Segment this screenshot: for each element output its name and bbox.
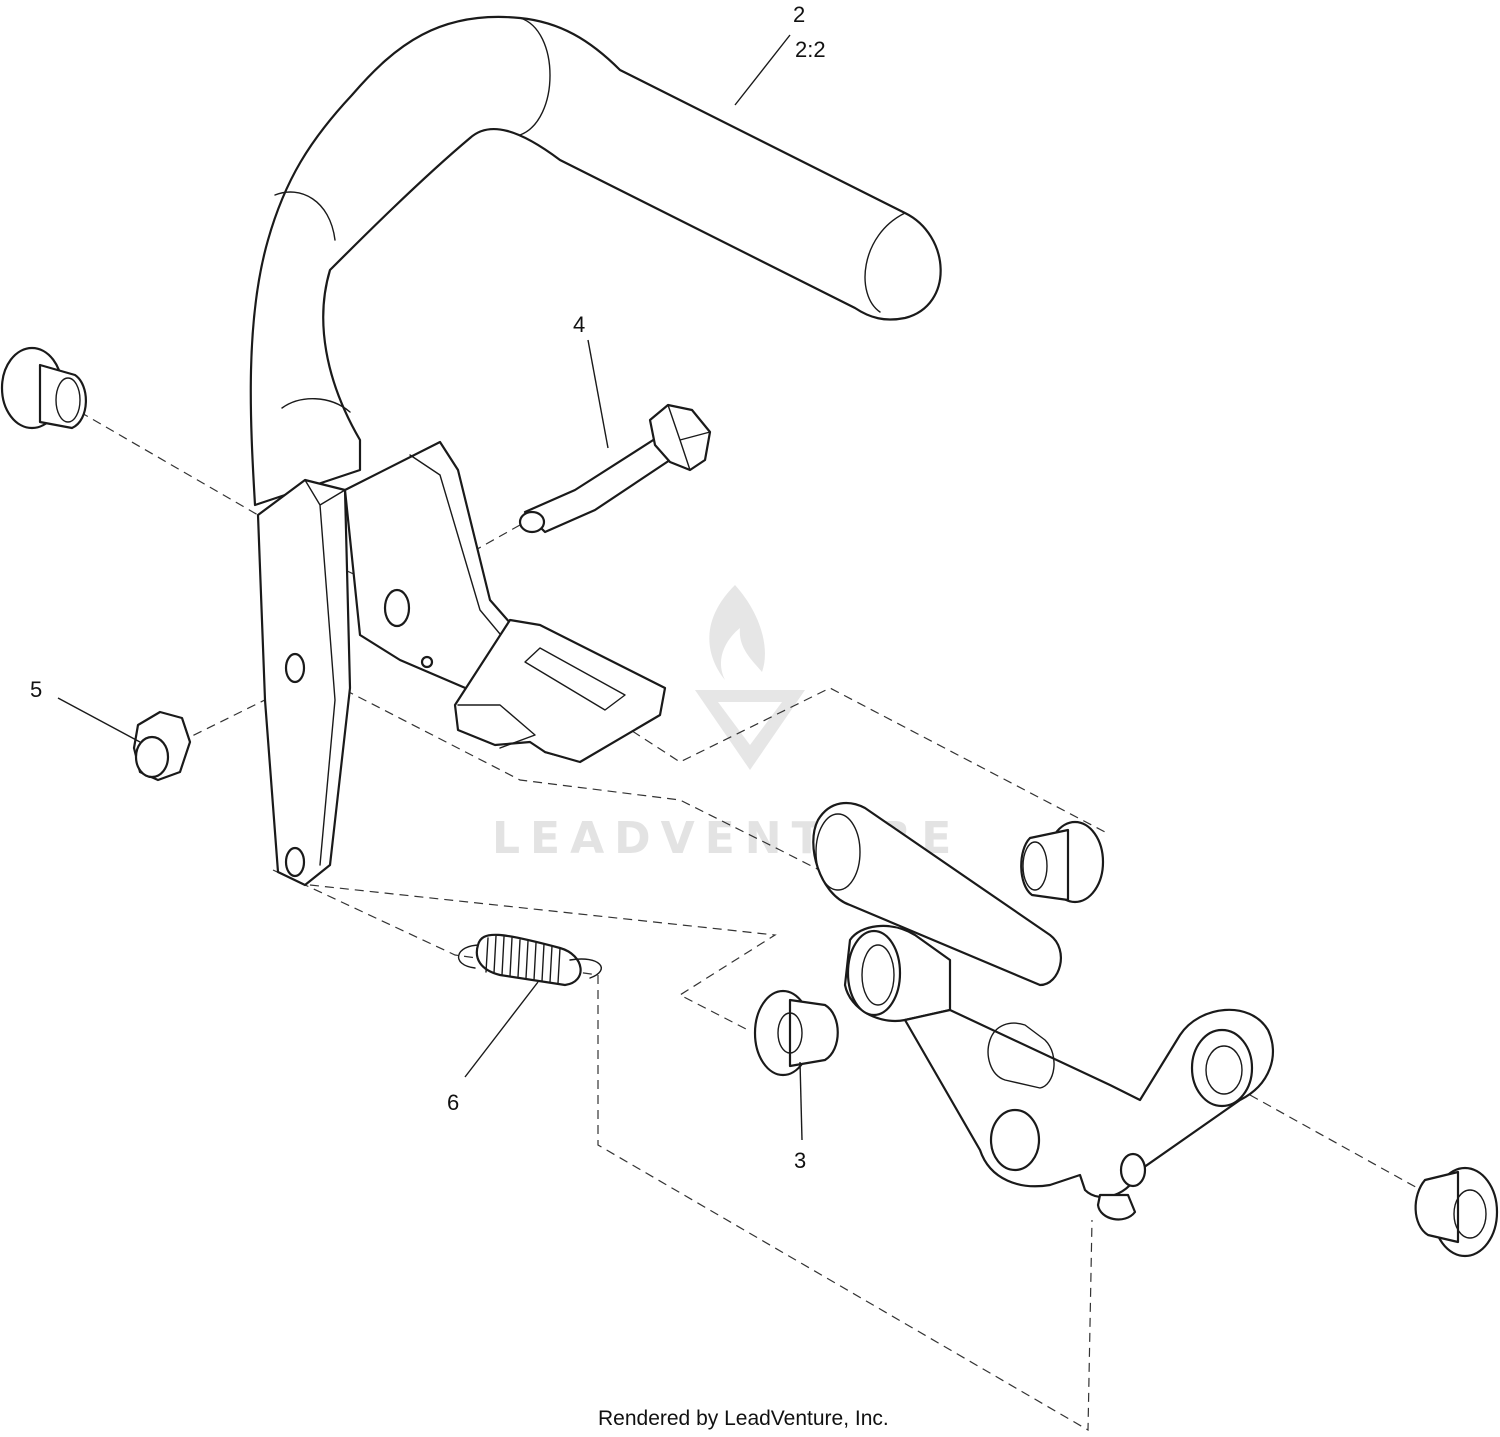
- axis-bushing-right: [1249, 1094, 1431, 1196]
- foot-pedal-plate: [453, 618, 667, 764]
- bushing-lr-sleeve: [1414, 1170, 1460, 1244]
- bushing-center-bore: [777, 1012, 803, 1054]
- spring-coil-lines: [485, 935, 561, 984]
- foot-pedal-tab: [457, 704, 536, 749]
- shoulder-bolt: [518, 403, 712, 534]
- pivot-arm-lower-hole: [1119, 1152, 1147, 1188]
- arm-hole-lower: [284, 846, 306, 878]
- pedal-arm-bevel: [304, 479, 346, 866]
- bushing-center-sleeve: [788, 998, 839, 1068]
- leader-spring: [464, 981, 539, 1078]
- bushing-ur-sleeve: [1020, 828, 1070, 902]
- axis-spring-anchor: [597, 975, 1093, 1432]
- pivot-arm-eye: [1190, 1028, 1254, 1108]
- footer-credit: Rendered by LeadVenture, Inc.: [598, 1407, 889, 1430]
- bushing-lower-right: [1414, 1166, 1499, 1258]
- callouts: 2 2:2 4 5 3 6: [30, 2, 826, 1173]
- watermark-flame-icon: [709, 585, 765, 680]
- pivot-arm-stud: [1096, 1193, 1137, 1221]
- spring-hook-right: [569, 958, 602, 979]
- leader-nut: [57, 697, 141, 743]
- pivot-arm-slot: [987, 1022, 1055, 1089]
- callout-5: 5: [30, 677, 42, 702]
- bushing-ur-bore: [1022, 841, 1048, 891]
- pivot-arm-boss: [989, 1108, 1041, 1172]
- leader-bushing: [799, 1061, 803, 1141]
- bushing-upper-right: [1020, 820, 1105, 904]
- callout-4: 4: [573, 312, 585, 337]
- bushing-sleeve: [38, 363, 87, 430]
- bracket-pin: [420, 655, 434, 669]
- handle-grip-end: [864, 212, 906, 313]
- spring-coil-body: [475, 933, 582, 987]
- pivot-hub-bore: [846, 929, 902, 1017]
- handle-grip-edge: [519, 17, 551, 136]
- axis-mid-bushing: [309, 884, 777, 1031]
- callout-2-sub: 2:2: [795, 37, 826, 62]
- handle-assembly: [249, 15, 942, 887]
- bolt-head-hex: [648, 403, 712, 472]
- bushing-center: [753, 989, 839, 1077]
- callout-6: 6: [447, 1090, 459, 1115]
- bushing-bore: [55, 377, 81, 423]
- pivot-tube-end: [815, 813, 861, 891]
- nut-face: [134, 735, 170, 779]
- lock-nut: [132, 710, 192, 782]
- spring-hook-left: [457, 944, 481, 969]
- extension-spring: [457, 933, 602, 987]
- pivot-bracket: [812, 801, 1275, 1221]
- pedal-arm-plate: [256, 478, 352, 887]
- foot-pedal-slot: [524, 647, 626, 711]
- bracket-hole: [383, 588, 411, 628]
- bolt-tip: [518, 510, 546, 534]
- pivot-hub-bore-inner: [861, 944, 895, 1006]
- bushing-lr-bore: [1453, 1189, 1487, 1239]
- handle-sleeve-lower: [274, 191, 351, 413]
- pivot-arm-eye-bore: [1205, 1045, 1243, 1095]
- watermark-v-icon: [695, 690, 805, 770]
- callout-2: 2: [793, 2, 805, 27]
- leader-handle: [734, 34, 791, 106]
- leader-lines: [57, 34, 803, 1141]
- bolt-head-facet: [667, 404, 711, 471]
- callout-3: 3: [794, 1148, 806, 1173]
- leader-bolt: [587, 339, 609, 449]
- handle-tube: [249, 15, 942, 507]
- arm-hole-upper: [284, 652, 306, 684]
- axis-bushing-left: [79, 411, 259, 516]
- axis-spring-path: [272, 869, 599, 976]
- bushing-upper-left: [0, 346, 87, 430]
